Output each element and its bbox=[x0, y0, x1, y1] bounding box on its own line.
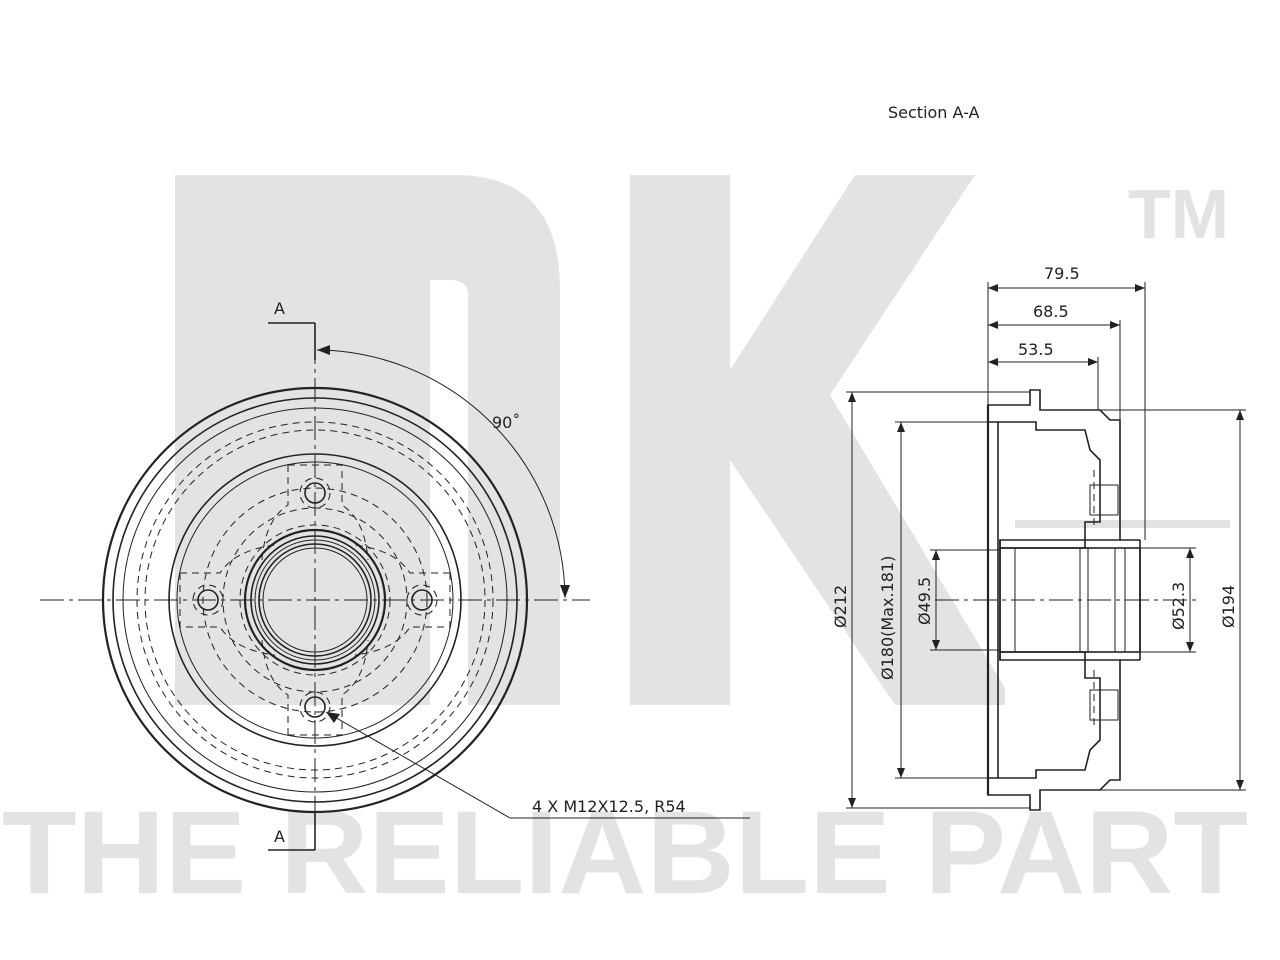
dimension-dia-212: Ø212 bbox=[831, 391, 1030, 809]
section-view bbox=[935, 389, 1200, 811]
svg-text:Ø212: Ø212 bbox=[831, 585, 850, 628]
svg-text:79.5: 79.5 bbox=[1044, 264, 1080, 283]
angle-label: 90˚ bbox=[492, 413, 520, 432]
bolt-note: 4 X M12X12.5, R54 bbox=[532, 797, 686, 816]
dimension-68-5: 68.5 bbox=[988, 302, 1121, 420]
svg-text:A: A bbox=[274, 299, 285, 318]
svg-text:Ø52.3: Ø52.3 bbox=[1169, 582, 1188, 630]
dimension-53-5: 53.5 bbox=[988, 340, 1099, 410]
svg-text:53.5: 53.5 bbox=[1018, 340, 1054, 359]
dimension-79-5: 79.5 bbox=[987, 264, 1146, 540]
svg-text:68.5: 68.5 bbox=[1033, 302, 1069, 321]
section-title: Section A-A bbox=[888, 103, 980, 122]
svg-text:Ø49.5: Ø49.5 bbox=[915, 577, 934, 625]
section-marker-bottom: A bbox=[268, 812, 316, 851]
svg-text:Ø180(Max.181): Ø180(Max.181) bbox=[878, 556, 897, 680]
dimension-dia-52-3: Ø52.3 bbox=[1140, 547, 1196, 653]
svg-text:A: A bbox=[274, 827, 285, 846]
front-view bbox=[40, 340, 590, 850]
angle-dimension: 90˚ bbox=[316, 345, 570, 599]
trademark-mark: TM bbox=[1128, 175, 1229, 253]
section-marker-top: A bbox=[268, 299, 316, 360]
bolt-callout: 4 X M12X12.5, R54 bbox=[325, 711, 750, 819]
dimension-dia-180: Ø180(Max.181) bbox=[878, 421, 988, 779]
svg-text:Ø194: Ø194 bbox=[1219, 585, 1238, 628]
dimension-dia-49-5: Ø49.5 bbox=[915, 549, 1000, 651]
dimension-dia-194: Ø194 bbox=[1040, 409, 1246, 791]
nk-logo-watermark bbox=[175, 175, 1235, 705]
